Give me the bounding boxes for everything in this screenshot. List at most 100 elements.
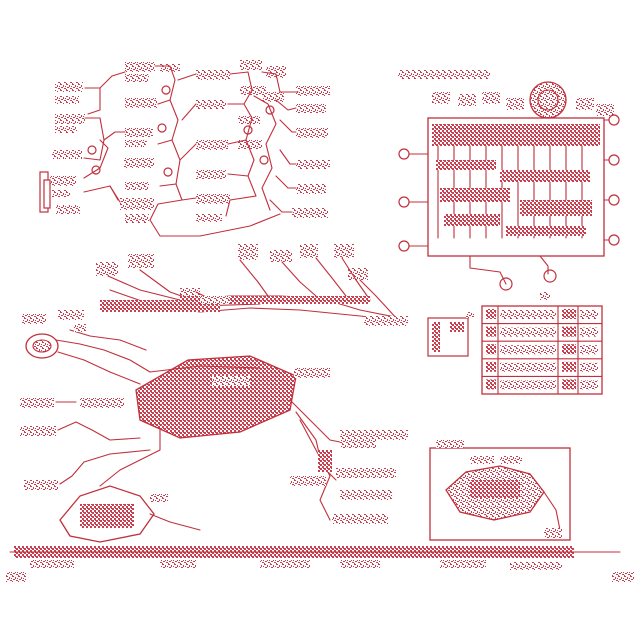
bundle-wire-6 bbox=[315, 257, 347, 297]
harness-top-connector-8 bbox=[348, 268, 368, 280]
top-connector-3 bbox=[482, 92, 500, 104]
connector-node-4 bbox=[157, 123, 167, 133]
lower-assembly-outline bbox=[59, 485, 155, 543]
connector-label-12 bbox=[125, 128, 153, 137]
side-terminal-7 bbox=[608, 234, 620, 246]
side-terminal-1 bbox=[398, 148, 410, 160]
harness-wire-23 bbox=[179, 143, 197, 161]
connector-label-2 bbox=[55, 96, 79, 104]
harness-wire-12 bbox=[225, 175, 257, 217]
bottom-tag bbox=[540, 292, 550, 300]
harness-top-connector-1 bbox=[96, 262, 118, 276]
side-terminal-4 bbox=[608, 114, 620, 126]
bottom-terminal-1 bbox=[499, 277, 513, 291]
inset-frame bbox=[429, 447, 571, 541]
connector-label-33 bbox=[296, 128, 328, 138]
connector-label-21 bbox=[196, 140, 228, 150]
connector-label-32 bbox=[296, 104, 326, 113]
connector-label-19 bbox=[196, 70, 230, 80]
bottom-lead-1 bbox=[469, 255, 507, 285]
bottom-label-1 bbox=[30, 560, 74, 568]
table-cell-color-2 bbox=[562, 326, 576, 337]
table-cell-desc-2 bbox=[500, 327, 556, 337]
side-terminal-5 bbox=[608, 154, 620, 166]
bundle-end-label bbox=[364, 316, 408, 326]
connector-label-6 bbox=[50, 176, 76, 186]
top-connector-5 bbox=[576, 98, 594, 110]
engine-top-edge bbox=[149, 365, 261, 373]
top-left-connector-labels bbox=[50, 60, 330, 223]
harness-top-connector-6 bbox=[300, 244, 318, 258]
page-mark-right bbox=[612, 572, 634, 582]
table-cell-desc-4 bbox=[500, 362, 556, 372]
bundle-wire-8 bbox=[359, 279, 399, 321]
connector-label-30 bbox=[262, 92, 284, 102]
connector-label-9 bbox=[125, 62, 155, 72]
table-cell-code-5 bbox=[580, 380, 598, 390]
table-connector-pins-2 bbox=[450, 322, 464, 332]
top-right-schematic bbox=[398, 70, 620, 300]
connector-node-2 bbox=[91, 165, 101, 175]
engine-label-2 bbox=[212, 376, 250, 386]
connector-label-28 bbox=[238, 140, 262, 149]
connector-node-7 bbox=[265, 105, 275, 115]
harness-wire-19 bbox=[253, 95, 277, 211]
table-cell-code-2 bbox=[580, 327, 598, 337]
connector-node-1 bbox=[87, 145, 97, 155]
table-cell-desc-3 bbox=[500, 345, 556, 355]
connector-node-6 bbox=[243, 125, 253, 135]
connector-pin-table bbox=[427, 305, 603, 395]
lower-lead-2 bbox=[149, 513, 201, 531]
connector-label-10 bbox=[125, 74, 149, 82]
harness-wire-21 bbox=[103, 131, 126, 141]
bundle-wire-7 bbox=[341, 257, 371, 301]
left-lead-3 bbox=[69, 329, 147, 351]
lower-tag bbox=[150, 494, 168, 502]
connector-label-36 bbox=[292, 208, 328, 218]
left-lead-2 bbox=[57, 351, 141, 385]
harness-wire-15 bbox=[279, 119, 297, 133]
inset-lead bbox=[543, 491, 561, 531]
top-connector-6 bbox=[596, 104, 614, 116]
branch-label-4 bbox=[340, 490, 392, 500]
connector-label-23 bbox=[196, 194, 230, 204]
top-connector-4 bbox=[506, 98, 524, 110]
engine-label-1 bbox=[294, 368, 330, 378]
schematic-band-4 bbox=[520, 200, 592, 216]
harness-wire-14 bbox=[275, 99, 297, 111]
harness-wire-25 bbox=[181, 103, 197, 121]
left-label-5 bbox=[20, 426, 56, 436]
bottom-label-4 bbox=[340, 560, 380, 568]
harness-wire-8 bbox=[149, 183, 183, 221]
harness-wire-5 bbox=[154, 65, 176, 105]
connector-label-3 bbox=[55, 114, 85, 124]
schematic-band-5 bbox=[444, 214, 500, 226]
left-lead-5 bbox=[57, 421, 141, 441]
bottom-label-3 bbox=[260, 560, 310, 568]
table-cell-desc-5 bbox=[500, 380, 556, 390]
branch-wire-3 bbox=[299, 419, 331, 521]
bottom-label-row bbox=[9, 546, 621, 570]
branch-junction bbox=[318, 450, 332, 472]
table-cell-color-3 bbox=[562, 344, 576, 355]
connector-label-24 bbox=[196, 214, 222, 222]
schematic-band-3 bbox=[440, 188, 510, 202]
harness-top-connector-7 bbox=[334, 244, 354, 258]
left-lead-1 bbox=[55, 339, 151, 373]
connector-node-5 bbox=[163, 167, 173, 177]
connector-label-5 bbox=[52, 150, 82, 159]
inset-label-1 bbox=[470, 456, 494, 464]
left-label-2 bbox=[58, 310, 84, 320]
table-cell-color-1 bbox=[562, 309, 576, 319]
connector-label-17 bbox=[125, 214, 149, 223]
side-terminal-2 bbox=[398, 196, 410, 208]
harness-wire-3 bbox=[83, 139, 109, 179]
table-cell-code-4 bbox=[580, 362, 598, 372]
connector-label-20 bbox=[196, 100, 226, 109]
page-mark-left bbox=[6, 572, 26, 582]
relay-inner-ring bbox=[537, 89, 559, 111]
bottom-label-2 bbox=[160, 560, 196, 568]
inset-detail-view bbox=[429, 440, 571, 541]
schematic-title bbox=[398, 70, 490, 79]
